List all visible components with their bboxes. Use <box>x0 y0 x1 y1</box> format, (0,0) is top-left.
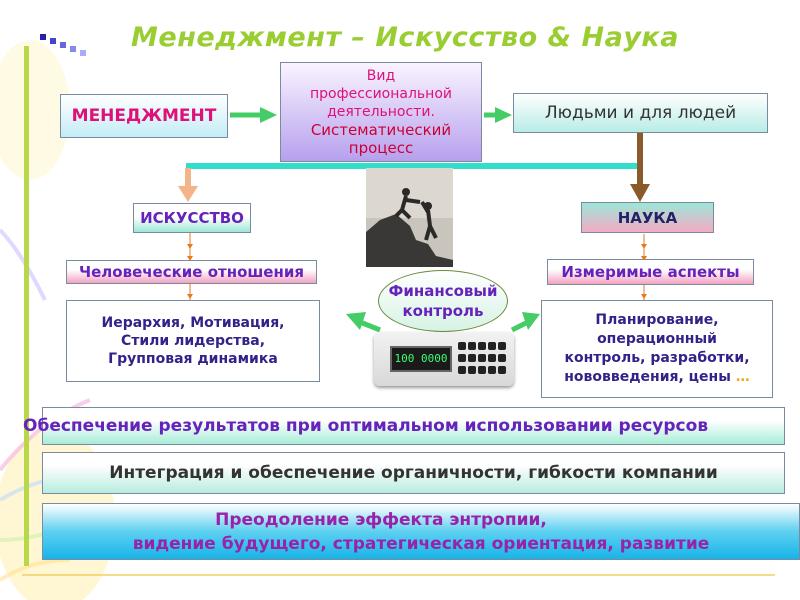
science-box: НАУКА <box>581 202 714 233</box>
activity-line-2: профессиональной <box>310 85 452 103</box>
finance-line-2: контроль <box>402 301 483 321</box>
science-detail-box: Планирование, операционный контроль, раз… <box>541 300 773 398</box>
entropy-band: Преодоление эффекта энтропии, видение бу… <box>42 503 800 560</box>
science-detail-line-3: контроль, разработки, <box>564 349 749 368</box>
art-detail-box: Иерархия, Мотивация, Стили лидерства, Гр… <box>66 300 320 382</box>
science-sub-label: Измеримые аспекты <box>561 263 739 281</box>
art-label: ИСКУССТВО <box>140 209 244 227</box>
calculator-display: 100 0000 <box>390 346 452 372</box>
art-detail-line-1: Иерархия, Мотивация, <box>102 314 285 332</box>
finance-line-1: Финансовый <box>389 281 498 301</box>
management-box: МЕНЕДЖМЕНТ <box>60 94 228 138</box>
management-label: МЕНЕДЖМЕНТ <box>72 106 217 126</box>
finance-ellipse: Финансовый контроль <box>378 270 508 332</box>
science-label: НАУКА <box>618 209 678 227</box>
integration-band: Интеграция и обеспечение органичности, г… <box>42 452 785 494</box>
people-label: Людьми и для людей <box>545 103 736 123</box>
integration-band-text: Интеграция и обеспечение органичности, г… <box>109 463 718 483</box>
science-detail-line-4-text: нововведения, цены <box>564 369 731 385</box>
activity-line-4: Систематический <box>311 121 451 139</box>
art-box: ИСКУССТВО <box>133 203 251 233</box>
science-detail-line-1: Планирование, <box>595 311 718 330</box>
activity-line-1: Вид <box>367 67 395 85</box>
entropy-band-line-2: видение будущего, стратегическая ориента… <box>133 532 710 556</box>
art-detail-line-3: Групповая динамика <box>108 350 278 368</box>
art-detail-line-2: Стили лидерства, <box>121 332 265 350</box>
entropy-band-line-1: Преодоление эффекта энтропии, <box>215 508 547 532</box>
people-box: Людьми и для людей <box>513 93 768 133</box>
results-band-text: Обеспечение результатов при оптимальном … <box>23 416 708 436</box>
art-sub-box: Человеческие отношения <box>66 260 317 284</box>
calculator-keypad <box>458 342 508 376</box>
calculator-display-value: 100 0000 <box>395 352 448 365</box>
calculator-image: 100 0000 <box>374 332 514 386</box>
activity-line-3: деятельности. <box>327 103 435 121</box>
activity-line-5: процесс <box>349 139 413 157</box>
activity-box: Вид профессиональной деятельности. Систе… <box>280 62 482 162</box>
results-band: Обеспечение результатов при оптимальном … <box>42 407 785 445</box>
science-detail-line-2: операционный <box>597 330 717 349</box>
science-detail-ellipsis: … <box>736 369 750 385</box>
science-sub-box: Измеримые аспекты <box>547 259 754 285</box>
art-sub-label: Человеческие отношения <box>79 263 304 281</box>
climbers-image <box>366 168 453 267</box>
science-detail-line-4: нововведения, цены … <box>564 368 750 387</box>
